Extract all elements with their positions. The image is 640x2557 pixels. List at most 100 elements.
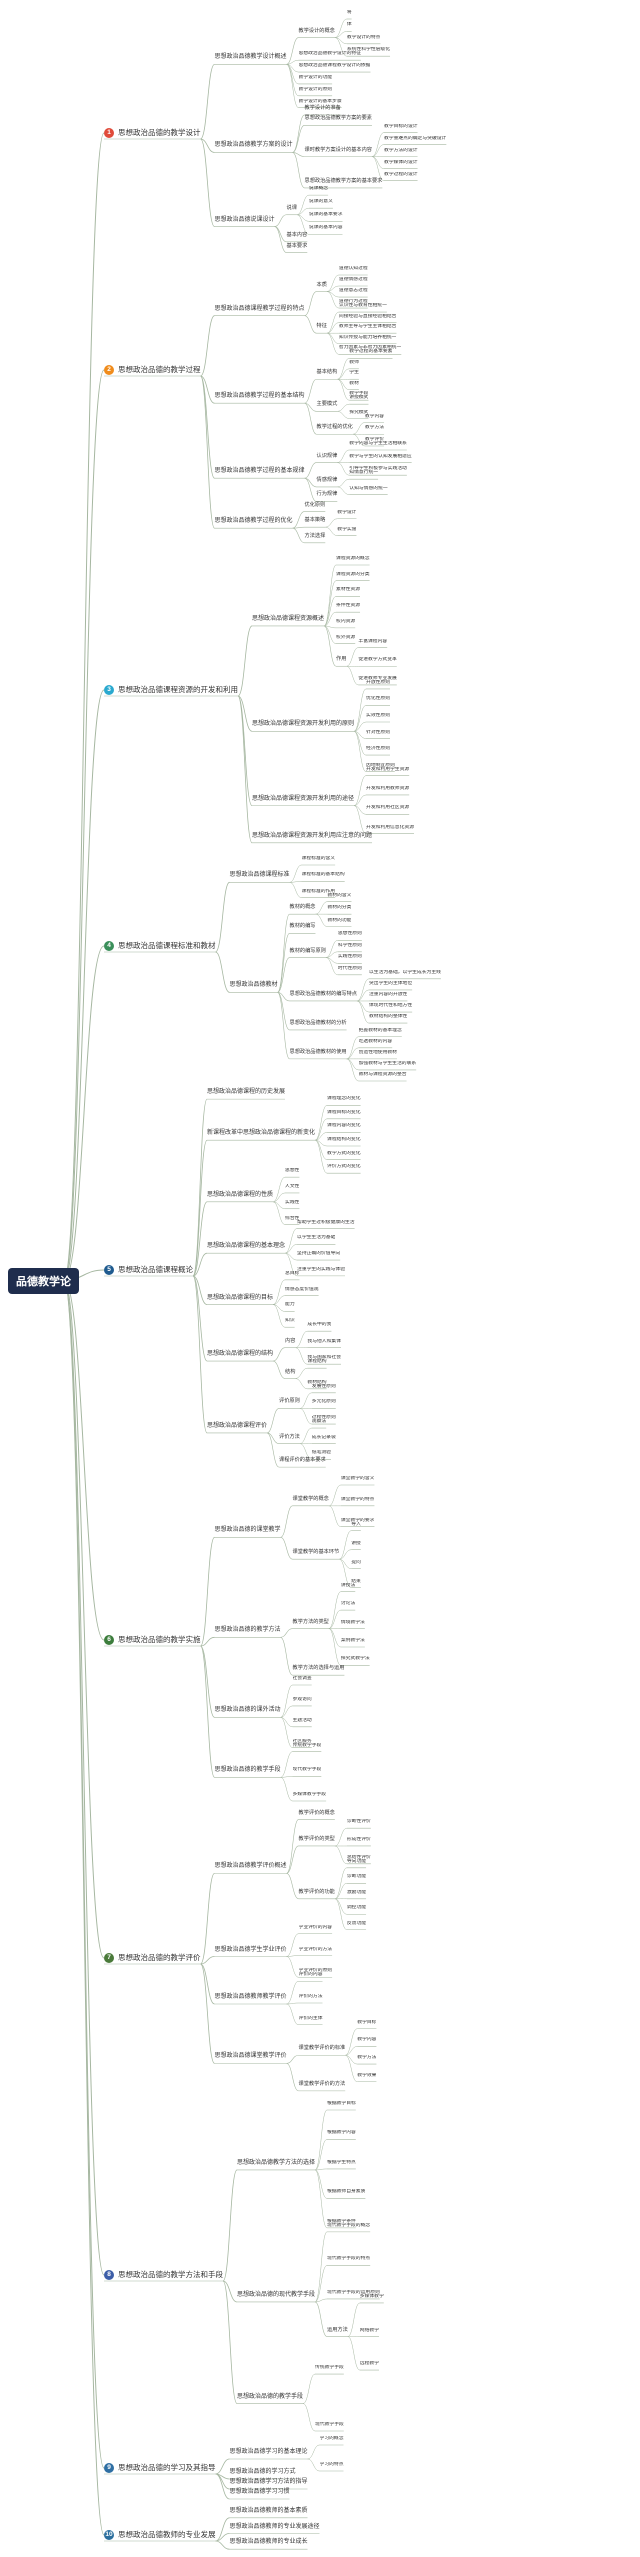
leaf-node[interactable]: 开发和利用信息化资源 <box>366 824 414 830</box>
leaf-node[interactable]: 传统教学手段 <box>292 1742 322 1748</box>
leaf-node[interactable]: 教学设计的特点 <box>346 34 381 40</box>
leaf-node[interactable]: 道德认知过程 <box>338 266 368 271</box>
leaf-node[interactable]: 教学过程的基本要素 <box>349 349 393 355</box>
leaf-node[interactable]: 课程标准的含义 <box>301 856 336 861</box>
leaf-node[interactable]: 课程资源的概念 <box>336 556 370 561</box>
leaf-node[interactable]: 学习的概念 <box>319 2436 344 2441</box>
topic-node[interactable]: 思想政治品德学习的基本理论 <box>229 2449 308 2455</box>
subtopic-node[interactable]: 思想政治品德教材的使用 <box>289 1048 347 1055</box>
leaf-node[interactable]: 传统教学手段 <box>315 2365 344 2371</box>
subtopic-node[interactable]: 说课 <box>286 204 297 211</box>
leaf-node[interactable]: 丰富课程内容 <box>358 638 388 644</box>
topic-node[interactable]: 思想政治品德学生学业评价 <box>214 1946 287 1953</box>
topic-node[interactable]: 思想政治品德的现代教学手段 <box>237 2291 316 2298</box>
subtopic-node[interactable]: 课堂教学评价的标准 <box>298 2045 346 2052</box>
leaf-node[interactable]: 吃透教材的内容 <box>358 1038 393 1044</box>
subtopic-node[interactable]: 教学设计的准备 <box>304 104 341 111</box>
leaf-node[interactable]: 校外资源 <box>336 634 356 640</box>
topic-node[interactable]: 思想政治品德教学过程的基本规律 <box>214 468 305 475</box>
leaf-node[interactable]: 我与他人和集体 <box>307 1338 341 1344</box>
topic-node[interactable]: 思想政治品德说课设计 <box>214 216 275 223</box>
leaf-node[interactable]: 思想政治品德教学设计的特征 <box>298 51 361 57</box>
leaf-node[interactable]: 针对性原则 <box>366 729 391 735</box>
leaf-node[interactable]: 开发和利用学生资源 <box>366 766 410 772</box>
leaf-node[interactable]: 讲授法 <box>340 1582 356 1588</box>
topic-node[interactable]: 思想政治品德教师的基本素质 <box>229 2507 308 2514</box>
leaf-node[interactable]: 教学内容 <box>364 413 385 419</box>
leaf-node[interactable]: 教学目标的设计 <box>383 123 418 129</box>
subtopic-node[interactable]: 思想政治品德教学方案的要素 <box>304 115 372 122</box>
leaf-node[interactable]: 课程目标的变化 <box>327 1109 361 1115</box>
leaf-node[interactable]: 教学与学生的认知发展相适应 <box>349 453 412 459</box>
leaf-node[interactable]: 以生活为基础，以学生成长为主线 <box>368 969 441 975</box>
leaf-node[interactable]: 根据学生特点 <box>327 2159 356 2165</box>
leaf-node[interactable]: 教学设计的基本步骤 <box>298 98 342 104</box>
leaf-node[interactable]: 根据教学目标 <box>327 2101 356 2106</box>
topic-node[interactable]: 思想政治品德教材 <box>229 982 278 989</box>
subtopic-node[interactable]: 主要模式 <box>316 401 338 408</box>
leaf-node[interactable]: 成长记录袋 <box>311 1434 336 1440</box>
leaf-node[interactable]: 现代教学手段的概念 <box>327 2222 371 2228</box>
leaf-node[interactable]: 体现时代性和地方性 <box>368 1003 413 1009</box>
leaf-node[interactable]: 讨论法 <box>340 1601 356 1607</box>
leaf-node[interactable]: 思想政治品德课程教学设计的依据 <box>298 63 371 69</box>
leaf-node[interactable]: 说课的意义 <box>308 199 333 205</box>
leaf-node[interactable]: 情境教学法 <box>340 1619 365 1625</box>
subtopic-node[interactable]: 情感规律 <box>316 476 338 483</box>
leaf-node[interactable]: 发展性原则 <box>311 1383 336 1389</box>
leaf-node[interactable]: 学习的特点 <box>319 2462 344 2467</box>
subtopic-node[interactable]: 课堂教学评价的方法 <box>298 2080 346 2087</box>
leaf-node[interactable]: 现代教学手段的特点 <box>327 2256 371 2262</box>
leaf-node[interactable]: 教材结构的整体性 <box>368 1014 408 1020</box>
leaf-node[interactable]: 案例教学法 <box>340 1638 365 1643</box>
root-node[interactable]: 品德教学论 <box>8 1268 79 1294</box>
leaf-node[interactable]: 根据教学内容 <box>327 2130 356 2136</box>
leaf-node[interactable]: 科学性原则 <box>337 942 362 948</box>
topic-node[interactable]: 思想政治品德教学设计概述 <box>214 54 287 61</box>
topic-node[interactable]: 思想政治品德的教学手段 <box>237 2393 304 2400</box>
topic-node[interactable]: 思想政治品德课程的性质 <box>207 1191 274 1198</box>
leaf-node[interactable]: 道德意志过程 <box>338 288 368 294</box>
topic-node[interactable]: 思想政治品德课程的历史发展 <box>207 1089 286 1096</box>
subtopic-node[interactable]: 特征 <box>316 323 327 330</box>
leaf-node[interactable]: 学生 <box>349 370 359 376</box>
subtopic-node[interactable]: 行为规律 <box>316 491 338 498</box>
subtopic-node[interactable]: 课堂教学的概念 <box>292 1495 329 1502</box>
topic-node[interactable]: 思想政治品德教师的专业成长 <box>229 2539 308 2546</box>
leaf-node[interactable]: 学业评价的原则 <box>298 1968 333 1974</box>
topic-node[interactable]: 思想政治品德的课堂教学 <box>214 1527 281 1534</box>
subtopic-node[interactable]: 课时教学方案设计的基本内容 <box>304 146 372 153</box>
leaf-node[interactable]: 知识 <box>285 1318 295 1324</box>
leaf-node[interactable]: 知识传授与能力培养相统一 <box>338 334 397 340</box>
leaf-node[interactable]: 学业评价的内容 <box>298 1924 333 1930</box>
subtopic-node[interactable]: 优化原则 <box>304 501 326 508</box>
subtopic-node[interactable]: 课程评价的基本要求 <box>279 1457 326 1464</box>
leaf-node[interactable]: 说课的基本要求 <box>308 212 343 218</box>
topic-node[interactable]: 思想政治品德课程的目标 <box>207 1294 274 1301</box>
subtopic-node[interactable]: 运用方法 <box>327 2326 348 2333</box>
leaf-node[interactable]: 评价的内容 <box>298 1972 323 1978</box>
topic-node[interactable]: 思想政治品德的教学手段 <box>214 1767 281 1774</box>
leaf-node[interactable]: 说课概念 <box>308 186 329 192</box>
leaf-node[interactable]: 帮助学生过积极健康的生活 <box>297 1219 355 1225</box>
leaf-node[interactable]: 因地制宜原则 <box>366 762 395 768</box>
leaf-node[interactable]: 课程结构 <box>307 1359 327 1365</box>
leaf-node[interactable]: 人文性 <box>285 1183 300 1189</box>
leaf-node[interactable]: 教学重难点的确定与突破设计 <box>383 135 447 141</box>
leaf-node[interactable]: 导入 <box>351 1521 361 1527</box>
leaf-node[interactable]: 课堂教学的特点 <box>340 1496 375 1502</box>
leaf-node[interactable]: 现代教学手段 <box>315 2422 344 2427</box>
leaf-node[interactable]: 教学设计的功能 <box>298 74 333 80</box>
leaf-node[interactable]: 学业评价的方法 <box>298 1946 333 1952</box>
leaf-node[interactable]: 道德行为过程 <box>338 299 368 305</box>
subtopic-node[interactable]: 教学方法的类型 <box>292 1618 329 1625</box>
leaf-node[interactable]: 能力 <box>285 1302 295 1308</box>
subtopic-node[interactable]: 基本内容 <box>286 231 308 238</box>
